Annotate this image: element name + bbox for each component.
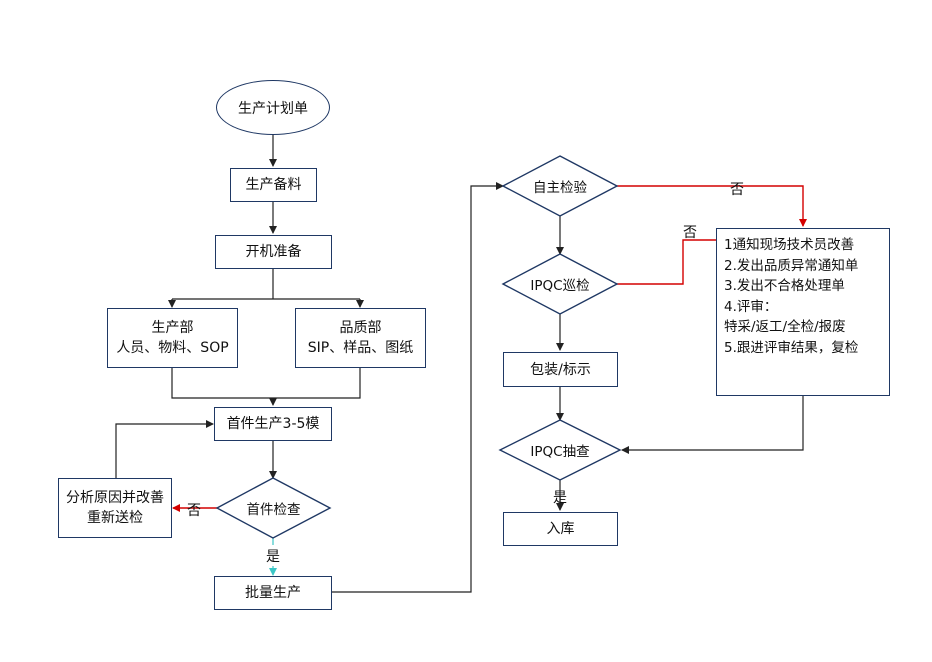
self-check-label: 自主检验: [533, 180, 587, 196]
quality-dept-title: 品质部: [339, 320, 382, 336]
analyze-line-1: 分析原因并改善: [66, 490, 164, 506]
ipqc-patrol-label: IPQC巡检: [530, 278, 590, 294]
edge-machine-to-depts: [172, 268, 360, 300]
ipqc-patrol-no-label: 否: [683, 225, 697, 241]
edge-analyze-back-to-first-article: [115, 420, 214, 478]
first-check-label: 首件检查: [246, 502, 301, 518]
ipqc-sample-diamond: [498, 419, 622, 481]
analyze-line-2: 重新送检: [87, 510, 143, 526]
plan-node: 生产计划单: [216, 80, 330, 135]
prepare-material-label: 生产备料: [245, 177, 302, 193]
warehouse-label: 入库: [546, 521, 575, 537]
first-check-yes-label: 是: [266, 549, 280, 565]
machine-prep-label: 开机准备: [245, 244, 302, 260]
packing-node: 包装/标示: [503, 352, 618, 387]
mass-production-node: 批量生产: [214, 576, 332, 610]
prepare-material-node: 生产备料: [230, 168, 317, 202]
action-item: 3.发出不合格处理单: [724, 278, 845, 294]
first-check-no-label: 否: [187, 503, 201, 519]
first-article-node: 首件生产3-5模: [214, 407, 332, 441]
first-check-diamond: [215, 477, 332, 539]
ipqc-sample-label: IPQC抽查: [530, 444, 590, 460]
self-check-diamond: [501, 155, 619, 217]
quality-dept-node: 品质部 SIP、样品、图纸: [295, 308, 426, 368]
action-item: 4.评审：: [724, 298, 778, 315]
machine-prep-node: 开机准备: [215, 235, 332, 269]
action-item: 特采/返工/全检/报废: [724, 319, 846, 335]
edge-actions-to-sample: [621, 396, 804, 454]
plan-label: 生产计划单: [238, 100, 308, 117]
action-item: 2.发出品质异常通知单: [724, 257, 859, 274]
packing-label: 包装/标示: [530, 361, 591, 378]
warehouse-node: 入库: [503, 512, 618, 546]
analyze-node: 分析原因并改善 重新送检: [58, 478, 172, 538]
edge-mass-to-self-check: [332, 182, 504, 593]
action-item: 5.跟进评审结果，复检: [724, 339, 859, 356]
production-dept-node: 生产部 人员、物料、SOP: [107, 308, 238, 368]
action-item: 1通知现场技术员改善: [724, 237, 855, 253]
first-article-label: 首件生产3-5模: [226, 416, 320, 432]
production-dept-title: 生产部: [151, 320, 194, 336]
mass-production-label: 批量生产: [245, 585, 301, 601]
edge-depts-merge: [171, 368, 361, 399]
actions-node: 1通知现场技术员改善 2.发出品质异常通知单 3.发出不合格处理单 4.评审： …: [716, 228, 890, 396]
quality-dept-detail: SIP、样品、图纸: [307, 340, 414, 356]
ipqc-patrol-diamond: [501, 253, 619, 315]
self-check-no-label: 否: [730, 182, 744, 198]
edge-self-check-no: [617, 185, 807, 227]
production-dept-detail: 人员、物料、SOP: [116, 340, 229, 356]
ipqc-sample-yes-label: 是: [553, 490, 567, 506]
